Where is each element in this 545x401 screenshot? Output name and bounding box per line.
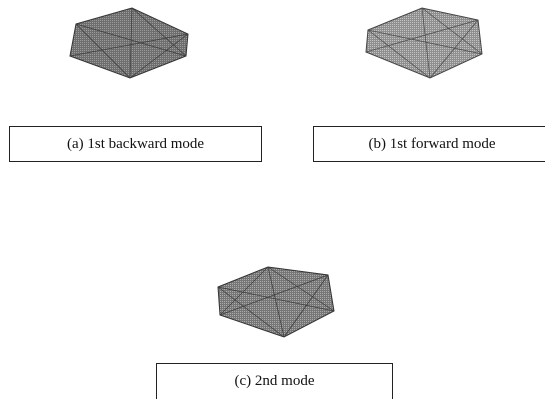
hexagon-mode-shape-b <box>365 7 483 79</box>
hexagon-mode-shape-a <box>69 7 189 79</box>
caption-panel-c: (c) 2nd mode <box>156 363 393 399</box>
caption-panel-b: (b) 1st forward mode <box>313 126 545 162</box>
hexagon-mode-shape-c <box>217 266 335 338</box>
caption-panel-a: (a) 1st backward mode <box>9 126 262 162</box>
